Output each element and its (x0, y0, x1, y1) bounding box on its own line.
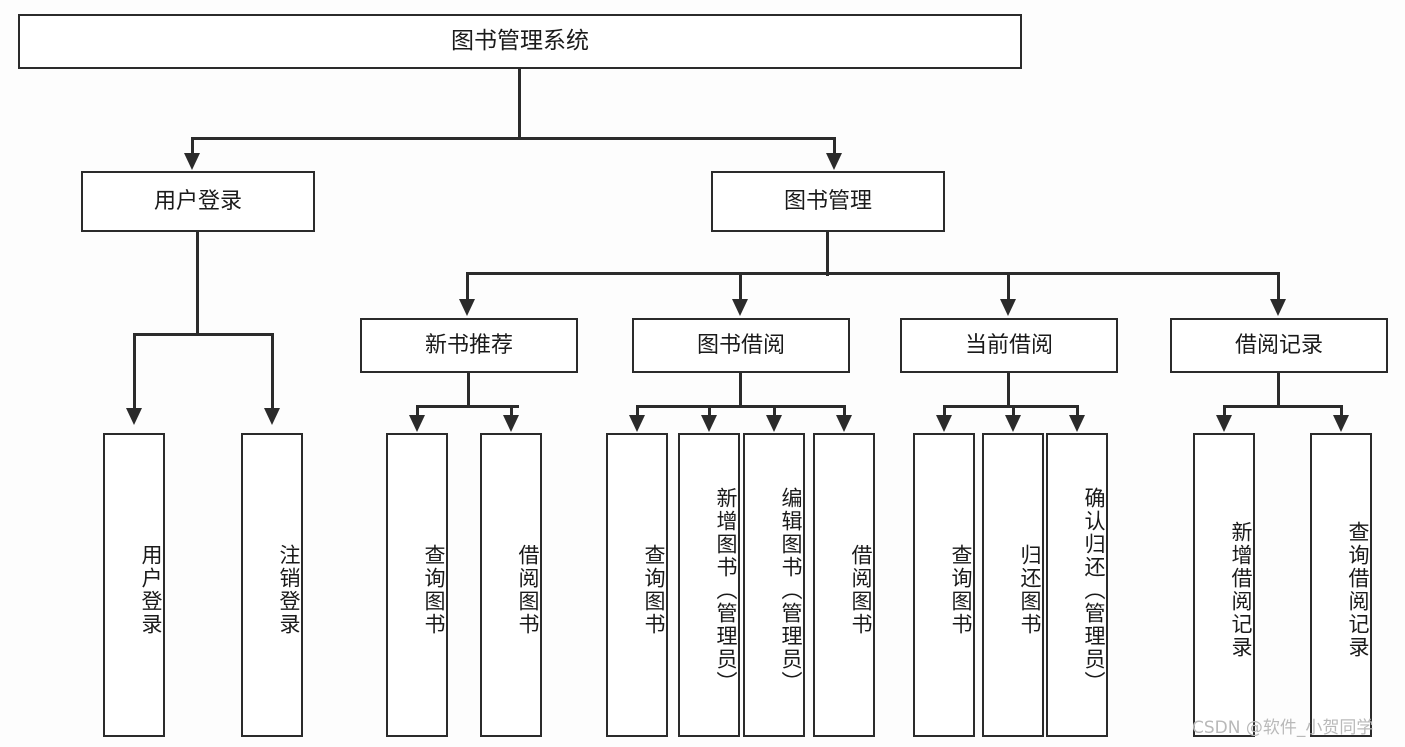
arrow-cb-to-leaf-2 (1005, 415, 1021, 432)
node-label: 新增借阅记录 (1229, 521, 1253, 659)
node-new-book-recommend[interactable]: 新书推荐 (360, 318, 578, 373)
leaf-current-borrow-return[interactable]: 归还图书 (982, 433, 1044, 737)
arrow-bb-to-leaf-2 (701, 415, 717, 432)
connector-br-to-leaf-2 (1340, 405, 1343, 421)
connector-root-bus (191, 137, 836, 140)
node-label: 查询图书 (949, 544, 973, 636)
arrow-bm-to-current-borrow (1000, 299, 1016, 316)
connector-borrow-record-bus (1223, 405, 1341, 408)
node-label: 借阅记录 (1234, 332, 1323, 358)
connector-new-book-stem (467, 373, 470, 408)
arrow-user-login-to-leaf-2 (264, 408, 280, 425)
connector-cb-to-leaf-2 (1012, 405, 1015, 421)
connector-book-borrow-bus (636, 405, 844, 408)
node-label: 图书管理系统 (451, 28, 589, 55)
connector-user-login-to-leaf-1 (133, 333, 136, 415)
node-book-borrow[interactable]: 图书借阅 (632, 318, 850, 373)
node-user-login[interactable]: 用户登录 (81, 171, 315, 232)
node-label: 编辑图书（管理员） (779, 486, 803, 694)
leaf-new-book-query[interactable]: 查询图书 (386, 433, 448, 737)
node-label: 查询借阅记录 (1346, 521, 1370, 659)
arrow-bm-to-book-borrow (732, 299, 748, 316)
connector-bb-to-leaf-4 (843, 405, 846, 421)
node-current-borrow[interactable]: 当前借阅 (900, 318, 1118, 373)
arrow-cb-to-leaf-3 (1069, 415, 1085, 432)
connector-cb-to-leaf-3 (1076, 405, 1079, 421)
connector-borrow-record-stem (1277, 373, 1280, 408)
leaf-user-login-logout[interactable]: 注销登录 (241, 433, 303, 737)
connector-nb-to-leaf-1 (416, 405, 419, 421)
leaf-book-borrow-add[interactable]: 新增图书（管理员） (678, 433, 740, 737)
arrow-root-to-user-login (184, 153, 200, 170)
connector-bb-to-leaf-3 (773, 405, 776, 421)
node-label: 归还图书 (1018, 544, 1042, 636)
arrow-bm-to-new-book (459, 299, 475, 316)
node-label: 确认归还（管理员） (1082, 486, 1106, 694)
node-label: 新增图书（管理员） (714, 486, 738, 694)
arrow-user-login-to-leaf-1 (126, 408, 142, 425)
connector-book-borrow-stem (739, 373, 742, 408)
connector-bb-to-leaf-2 (708, 405, 711, 421)
connector-book-management-stem (826, 232, 829, 276)
leaf-borrow-record-add[interactable]: 新增借阅记录 (1193, 433, 1255, 737)
node-label: 借阅图书 (516, 544, 540, 636)
leaf-book-borrow-query[interactable]: 查询图书 (606, 433, 668, 737)
arrow-root-to-book-management (826, 153, 842, 170)
arrow-nb-to-leaf-2 (503, 415, 519, 432)
leaf-borrow-record-query[interactable]: 查询借阅记录 (1310, 433, 1372, 737)
connector-user-login-to-leaf-2 (271, 333, 274, 415)
leaf-current-borrow-query[interactable]: 查询图书 (913, 433, 975, 737)
arrow-nb-to-leaf-1 (409, 415, 425, 432)
leaf-book-borrow-borrow[interactable]: 借阅图书 (813, 433, 875, 737)
node-label: 用户登录 (139, 544, 163, 636)
connector-nb-to-leaf-2 (510, 405, 513, 421)
connector-root-stem (518, 69, 521, 139)
connector-bm-to-new-book (466, 272, 469, 304)
arrow-br-to-leaf-1 (1216, 415, 1232, 432)
connector-new-book-bus (416, 405, 519, 408)
connector-cb-to-leaf-1 (943, 405, 946, 421)
node-book-management[interactable]: 图书管理 (711, 171, 945, 232)
node-label: 用户登录 (153, 188, 242, 214)
connector-root-to-book-management (833, 137, 836, 159)
connector-current-borrow-bus (943, 405, 1078, 408)
leaf-user-login-login[interactable]: 用户登录 (103, 433, 165, 737)
connector-bb-to-leaf-1 (636, 405, 639, 421)
leaf-book-borrow-edit[interactable]: 编辑图书（管理员） (743, 433, 805, 737)
node-label: 查询图书 (422, 544, 446, 636)
connector-book-management-bus (466, 272, 1280, 275)
connector-user-login-stem (196, 232, 199, 336)
connector-user-login-bus (133, 333, 274, 336)
arrow-bb-to-leaf-4 (836, 415, 852, 432)
connector-root-to-user-login (191, 137, 194, 159)
arrow-br-to-leaf-2 (1333, 415, 1349, 432)
leaf-new-book-borrow[interactable]: 借阅图书 (480, 433, 542, 737)
leaf-current-borrow-confirm-return[interactable]: 确认归还（管理员） (1046, 433, 1108, 737)
arrow-bm-to-borrow-record (1270, 299, 1286, 316)
node-label: 新书推荐 (424, 332, 513, 358)
node-label: 当前借阅 (964, 332, 1053, 358)
csdn-watermark: CSDN @软件_小贺同学 (1192, 718, 1374, 738)
arrow-bb-to-leaf-1 (629, 415, 645, 432)
node-root-book-management-system[interactable]: 图书管理系统 (18, 14, 1022, 69)
connector-bm-to-book-borrow (739, 272, 742, 304)
node-label: 注销登录 (277, 544, 301, 636)
connector-bm-to-borrow-record (1277, 272, 1280, 304)
node-label: 借阅图书 (849, 544, 873, 636)
connector-br-to-leaf-1 (1223, 405, 1226, 421)
connector-bm-to-current-borrow (1007, 272, 1010, 304)
node-label: 图书借阅 (696, 332, 785, 358)
connector-current-borrow-stem (1007, 373, 1010, 408)
node-label: 图书管理 (783, 188, 872, 214)
arrow-cb-to-leaf-1 (936, 415, 952, 432)
node-borrow-record[interactable]: 借阅记录 (1170, 318, 1388, 373)
node-label: 查询图书 (642, 544, 666, 636)
arrow-bb-to-leaf-3 (766, 415, 782, 432)
